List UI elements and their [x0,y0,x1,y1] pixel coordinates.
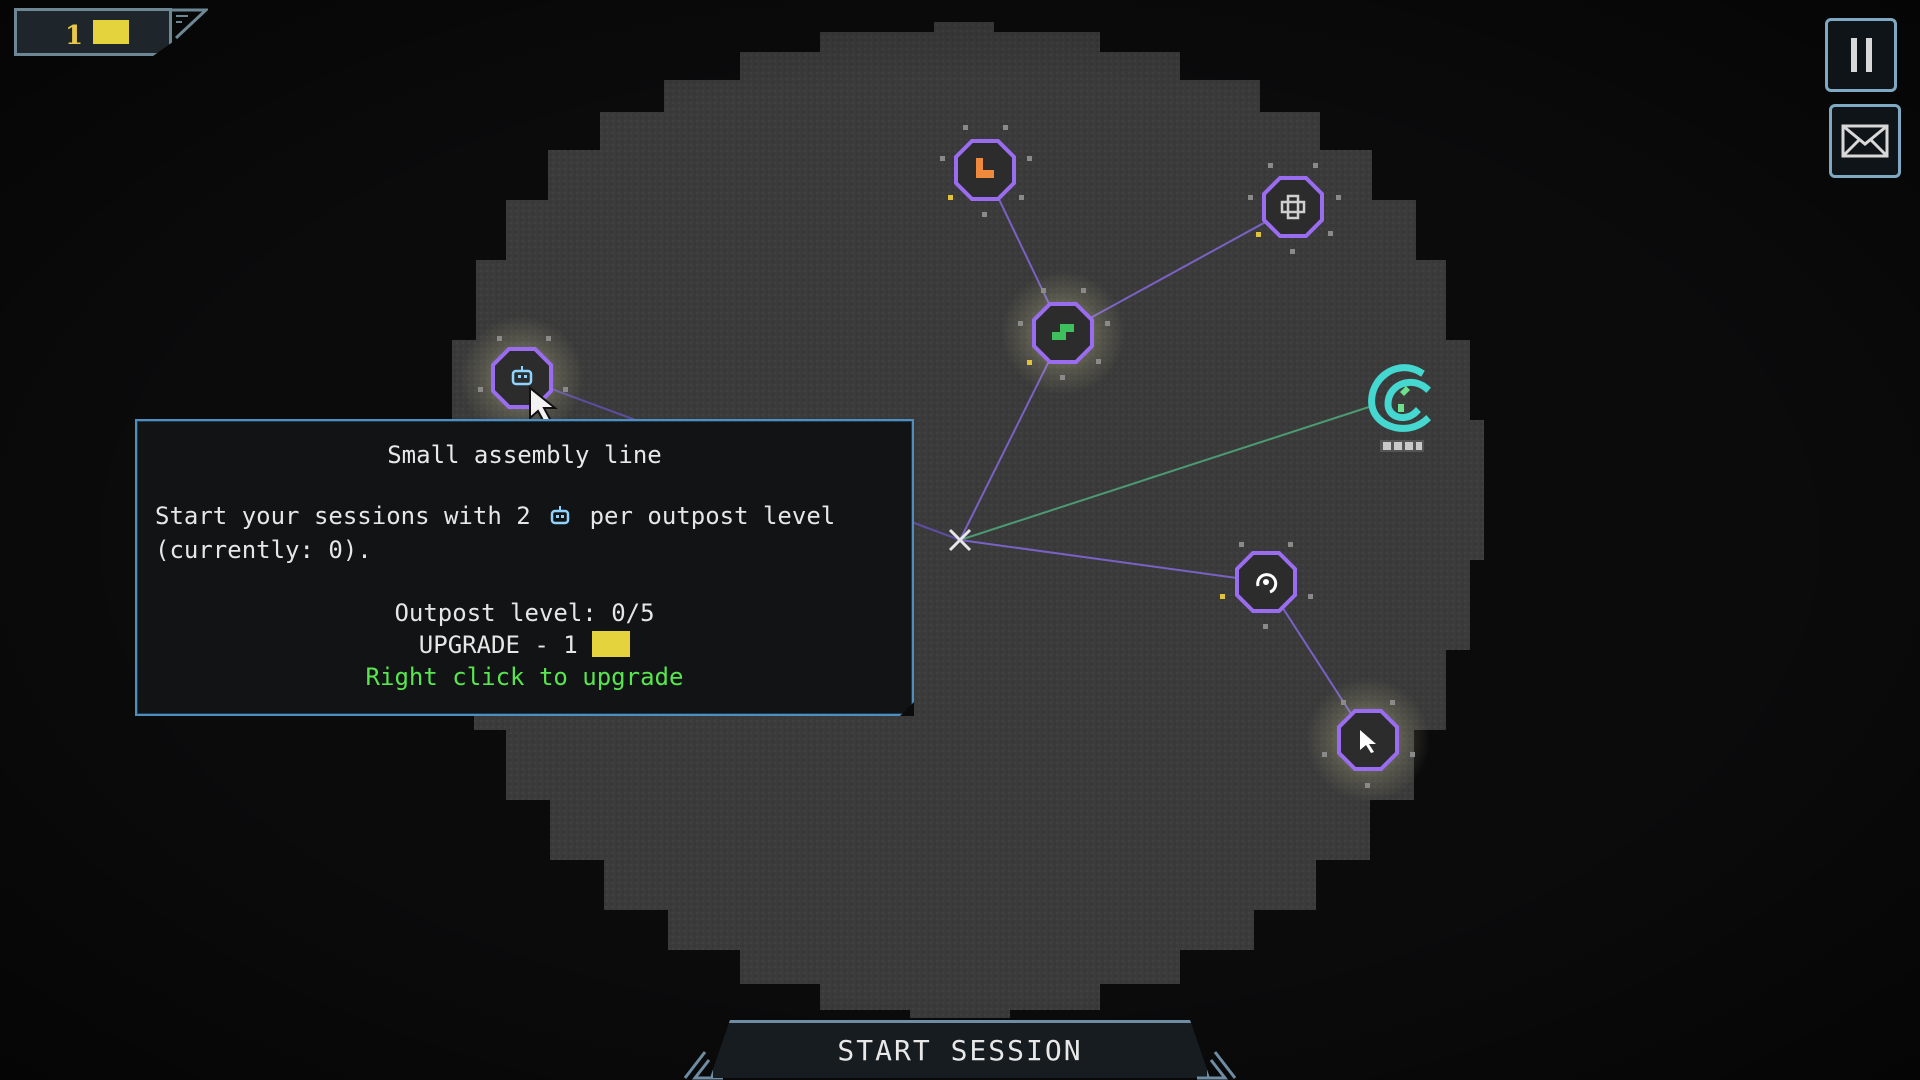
pause-icon [1850,38,1872,72]
button-deco-right [1197,1051,1237,1080]
upgrade-cost: UPGRADE - 1 [147,631,902,659]
tooltip-corner [900,702,914,716]
outpost-level: Outpost level: 0/5 [394,599,655,627]
portal-charge-bar [1380,440,1424,452]
panel-corner-deco [170,8,208,40]
tooltip-description: Start your sessions with 2 per outpost l… [147,499,902,567]
tooltip-desc-before: Start your sessions with 2 [155,502,531,530]
envelope-icon [1841,124,1889,158]
button-deco-left [683,1051,723,1080]
tooltip-title: Small assembly line [387,441,662,469]
start-session-button[interactable]: START SESSION [710,1020,1210,1078]
tooltip-desc-line2: (currently: 0). [155,536,372,564]
upgrade-label: UPGRADE - 1 [418,631,578,659]
robot-icon [550,506,570,525]
outpost-tooltip: Small assembly line Start your sessions … [135,419,914,716]
upgrade-hint: Right click to upgrade [365,663,684,691]
chip-icon [592,631,631,657]
pause-button[interactable] [1825,18,1897,92]
tooltip-desc-after: per outpost level [589,502,836,530]
chip-icon [93,20,130,44]
currency-amount: 1 [65,21,84,51]
currency-panel: 1 [14,8,172,56]
start-session-area: START SESSION [655,1020,1265,1080]
mail-button[interactable] [1829,104,1901,178]
